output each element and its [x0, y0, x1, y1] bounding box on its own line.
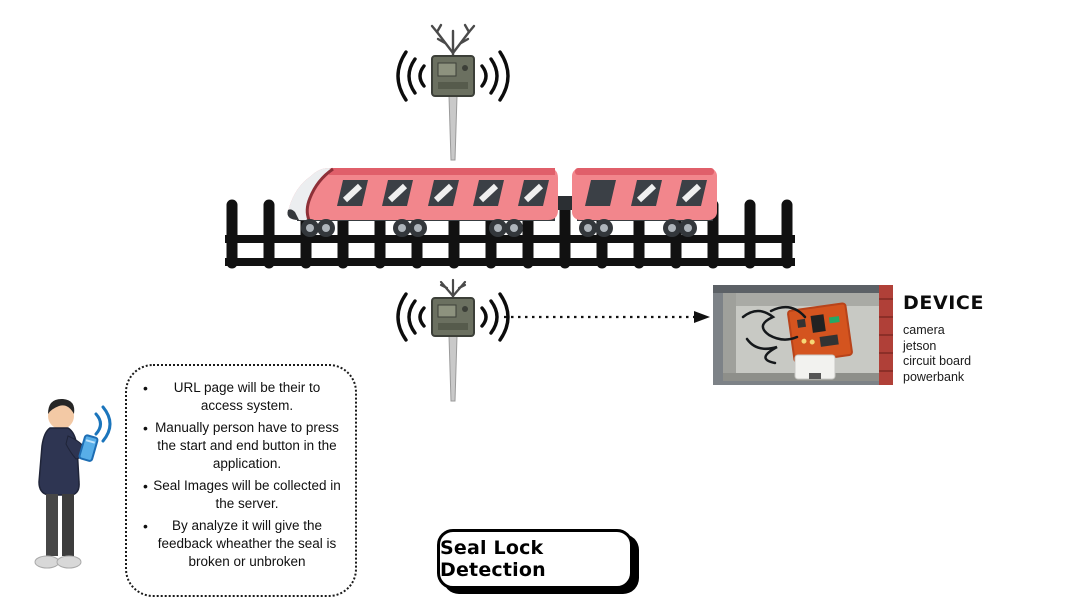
note-text: Seal Images will be collected in the ser…	[153, 477, 341, 512]
antenna-icon	[439, 278, 467, 300]
transmitter-bottom-icon	[396, 278, 510, 402]
wifi-left-icon	[396, 50, 426, 102]
transmitter-top-icon	[396, 23, 510, 161]
antenna-icon	[430, 23, 476, 58]
device-heading: DEVICE	[903, 292, 985, 314]
note-item: By analyze it will give the feedback whe…	[133, 516, 349, 574]
device-photo	[713, 285, 893, 385]
phone-icon	[78, 434, 99, 462]
train-coupler	[555, 196, 575, 210]
wifi-right-icon	[480, 50, 510, 102]
dotted-arrow-icon	[504, 311, 710, 323]
notes-list: URL page will be their to access system.…	[133, 378, 349, 574]
note-item: URL page will be their to access system.	[133, 378, 349, 418]
transmitter-pole	[448, 335, 458, 402]
train-icon	[225, 167, 795, 269]
person-with-phone-icon	[34, 398, 112, 569]
note-text: URL page will be their to access system.	[173, 380, 321, 414]
device-item: camera	[903, 323, 945, 337]
note-text: By analyze it will give the feedback whe…	[157, 517, 337, 570]
transmitter-box	[431, 297, 475, 337]
white-module	[794, 354, 836, 380]
train-front-car	[287, 167, 558, 221]
title-box: Seal Lock Detection	[437, 529, 633, 589]
notes-box: URL page will be their to access system.…	[125, 364, 357, 597]
railway-track-icon	[225, 199, 795, 269]
train-wheels	[301, 219, 697, 237]
wifi-right-icon	[480, 292, 510, 342]
transmitter-box	[431, 55, 475, 97]
wifi-left-icon	[396, 292, 426, 342]
wires	[741, 305, 807, 365]
device-item: jetson	[903, 338, 937, 353]
train-rear-car	[572, 168, 717, 221]
device-item: powerbank	[903, 369, 965, 384]
title-label: Seal Lock Detection	[440, 537, 546, 581]
device-info-panel: DEVICE camera jetson circuit board power…	[903, 292, 1073, 385]
note-text: Manually person have to press the start …	[155, 419, 339, 472]
circuit-board	[787, 302, 853, 364]
device-item: circuit board	[903, 354, 972, 368]
note-item: Manually person have to press the start …	[133, 418, 349, 476]
phone-wifi-icon	[94, 405, 112, 443]
note-item: Seal Images will be collected in the ser…	[133, 476, 349, 516]
